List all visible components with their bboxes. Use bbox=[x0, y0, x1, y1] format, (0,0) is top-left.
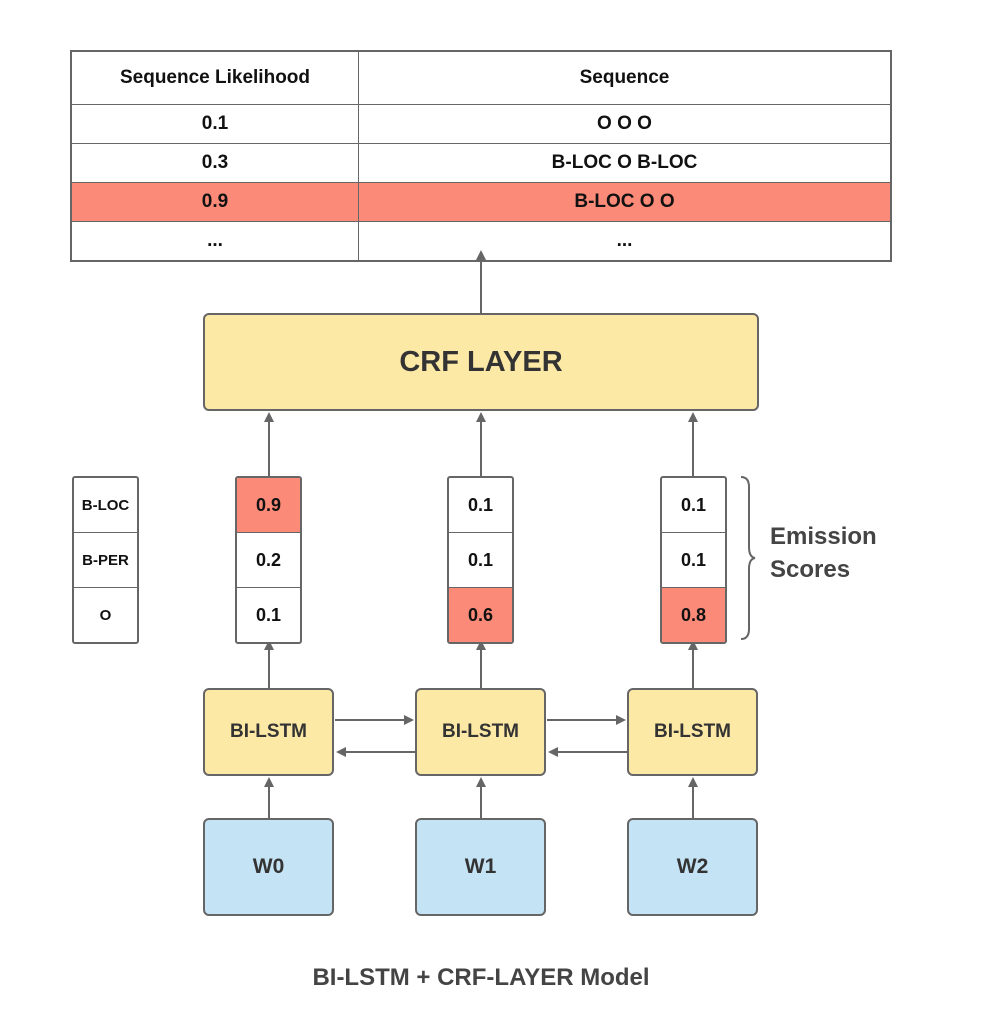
emission-score: 0.2 bbox=[237, 533, 300, 588]
diagram-caption: BI-LSTM + CRF-LAYER Model bbox=[312, 964, 650, 991]
emission-score: 0.6 bbox=[449, 588, 512, 642]
emission-column-0: 0.9 0.2 0.1 bbox=[235, 476, 302, 644]
curly-brace bbox=[740, 476, 756, 640]
table-row: 0.1 O O O bbox=[70, 104, 892, 144]
table-row: ... ... bbox=[70, 221, 892, 262]
likelihood-cell: 0.3 bbox=[70, 143, 359, 183]
emission-label-line2: Scores bbox=[770, 556, 851, 583]
emission-score: 0.1 bbox=[449, 533, 512, 588]
emission-column-2: 0.1 0.1 0.8 bbox=[660, 476, 727, 644]
sequence-cell: B-LOC O B-LOC bbox=[358, 143, 892, 183]
bilstm-cell-0: BI-LSTM bbox=[203, 688, 334, 776]
emission-score: 0.1 bbox=[255, 604, 282, 625]
likelihood-cell: 0.1 bbox=[70, 104, 359, 144]
sequence-cell: B-LOC O O bbox=[358, 182, 892, 222]
tag-label: B-PER bbox=[74, 533, 137, 588]
sequence-likelihood-table: Sequence Likelihood Sequence 0.1 O O O 0… bbox=[70, 50, 892, 262]
word-box-2: W2 bbox=[627, 818, 758, 916]
tag-labels-column: B-LOC B-PER O bbox=[72, 476, 139, 644]
table-row-best: 0.9 B-LOC O O bbox=[70, 182, 892, 222]
emission-score: 0.1 bbox=[662, 478, 725, 533]
emission-score: 0.8 bbox=[662, 588, 725, 642]
tag-label: O bbox=[99, 606, 112, 624]
likelihood-cell: 0.9 bbox=[70, 182, 359, 222]
bilstm-cell-1: BI-LSTM bbox=[415, 688, 546, 776]
emission-score: 0.1 bbox=[662, 533, 725, 588]
sequence-cell: O O O bbox=[358, 104, 892, 144]
word-box-1: W1 bbox=[415, 818, 546, 916]
crf-layer-box: CRF LAYER bbox=[203, 313, 759, 411]
emission-label-line1: Emission bbox=[770, 523, 877, 550]
emission-column-1: 0.1 0.1 0.6 bbox=[447, 476, 514, 644]
header-sequence: Sequence bbox=[358, 50, 892, 105]
emission-scores-label: Emission Scores bbox=[770, 520, 877, 586]
emission-score: 0.1 bbox=[449, 478, 512, 533]
table-row: 0.3 B-LOC O B-LOC bbox=[70, 143, 892, 183]
likelihood-cell: ... bbox=[70, 221, 359, 262]
bilstm-cell-2: BI-LSTM bbox=[627, 688, 758, 776]
tag-label: B-LOC bbox=[74, 478, 137, 533]
table-header-row: Sequence Likelihood Sequence bbox=[70, 50, 892, 105]
word-box-0: W0 bbox=[203, 818, 334, 916]
header-likelihood: Sequence Likelihood bbox=[70, 50, 359, 105]
emission-score: 0.9 bbox=[237, 478, 300, 533]
sequence-cell: ... bbox=[358, 221, 892, 262]
